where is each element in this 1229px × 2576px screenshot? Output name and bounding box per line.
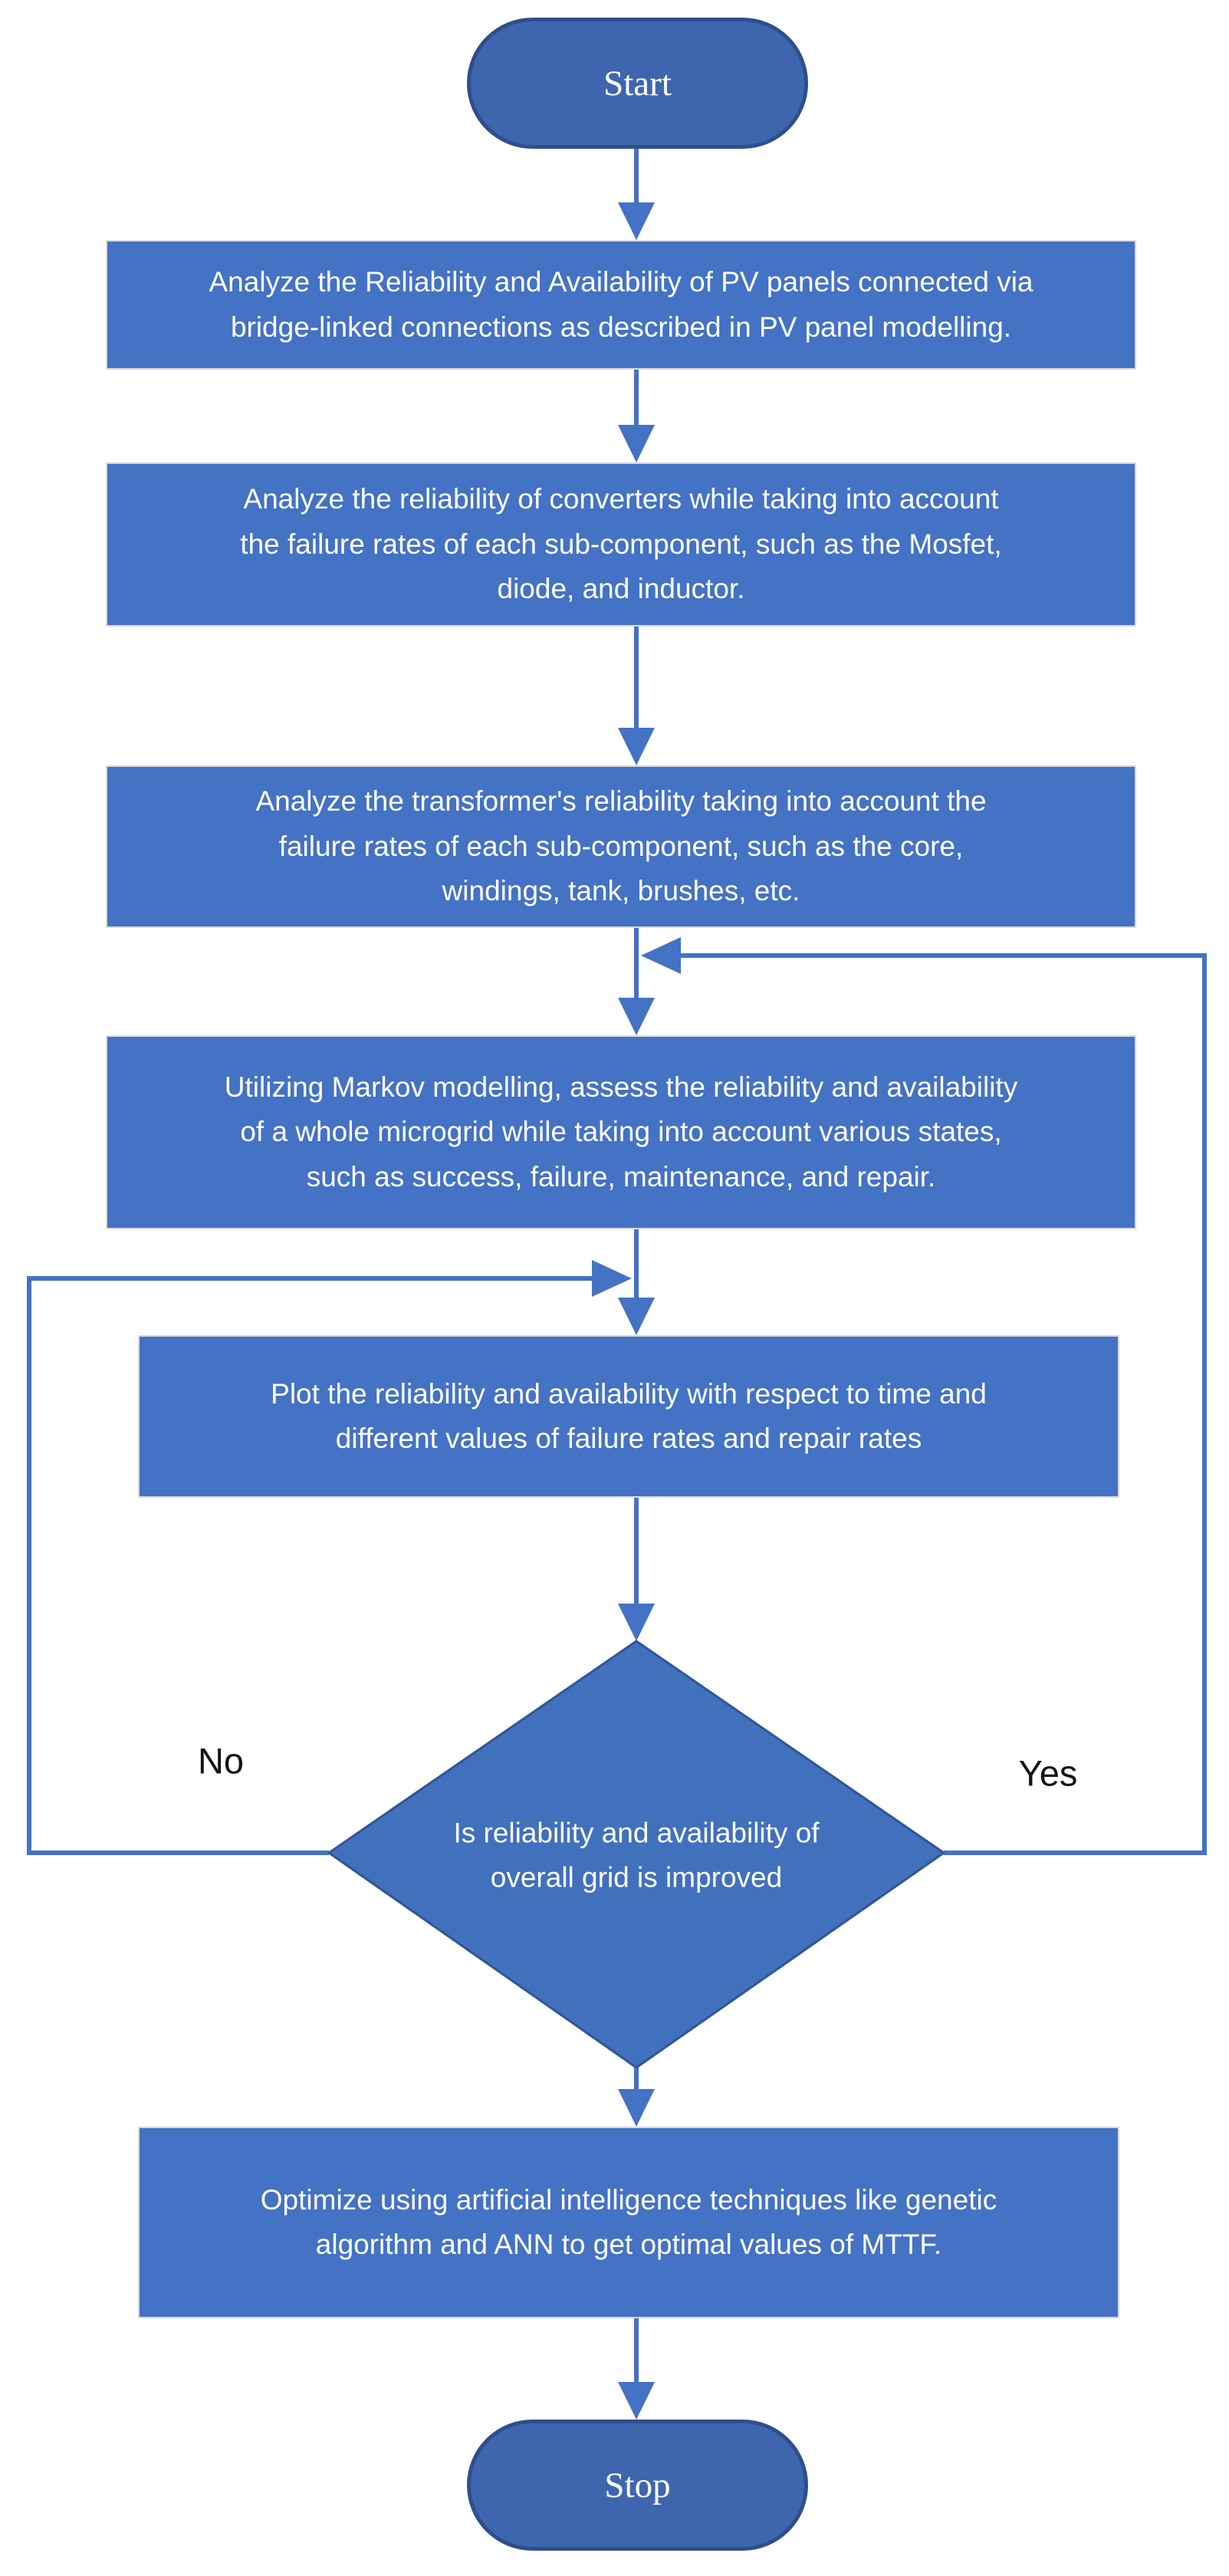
process-analyze-transformer: Analyze the transformer's reliability ta… [106, 765, 1136, 928]
arrowhead-into-step4 [618, 998, 655, 1035]
stop-label: Stop [604, 2465, 671, 2505]
stop-node: Stop [467, 2420, 808, 2551]
connector-no-loop [27, 1276, 592, 1855]
branch-label-no: No [197, 1740, 245, 1781]
process-markov-assessment-text: Utilizing Markov modelling, assess the r… [224, 1071, 1018, 1193]
process-analyze-converters-text: Analyze the reliability of converters wh… [240, 483, 1002, 605]
decision-node-text: Is reliability and availability of overa… [453, 1817, 820, 1893]
arrowhead-into-step3 [618, 728, 655, 765]
branch-label-yes: Yes [1018, 1752, 1078, 1794]
process-analyze-converters: Analyze the reliability of converters wh… [106, 462, 1136, 627]
process-markov-assessment: Utilizing Markov modelling, assess the r… [106, 1035, 1136, 1229]
arrowhead-into-decision [618, 1604, 655, 1641]
arrowhead-into-step6 [618, 2089, 655, 2127]
arrowhead-into-step1 [618, 202, 655, 240]
arrowhead-into-step2 [618, 425, 655, 462]
arrowhead-no-loop [592, 1260, 632, 1297]
process-plot-results-text: Plot the reliability and availability wi… [271, 1377, 987, 1454]
arrowhead-into-step5 [618, 1298, 655, 1335]
process-analyze-pv-text: Analyze the Reliability and Availability… [209, 266, 1033, 343]
connector-yes-loop [681, 953, 1207, 1855]
arrowhead-yes-loop [641, 937, 681, 974]
process-optimize-ai-text: Optimize using artificial intelligence t… [260, 2183, 997, 2260]
process-analyze-transformer-text: Analyze the transformer's reliability ta… [255, 785, 987, 907]
start-node: Start [467, 18, 808, 149]
decision-shape [327, 1640, 946, 2069]
process-plot-results: Plot the reliability and availability wi… [138, 1335, 1119, 1498]
start-label: Start [603, 63, 672, 104]
process-analyze-pv: Analyze the Reliability and Availability… [106, 240, 1136, 370]
arrowhead-into-stop [618, 2382, 655, 2420]
process-optimize-ai: Optimize using artificial intelligence t… [138, 2127, 1119, 2318]
